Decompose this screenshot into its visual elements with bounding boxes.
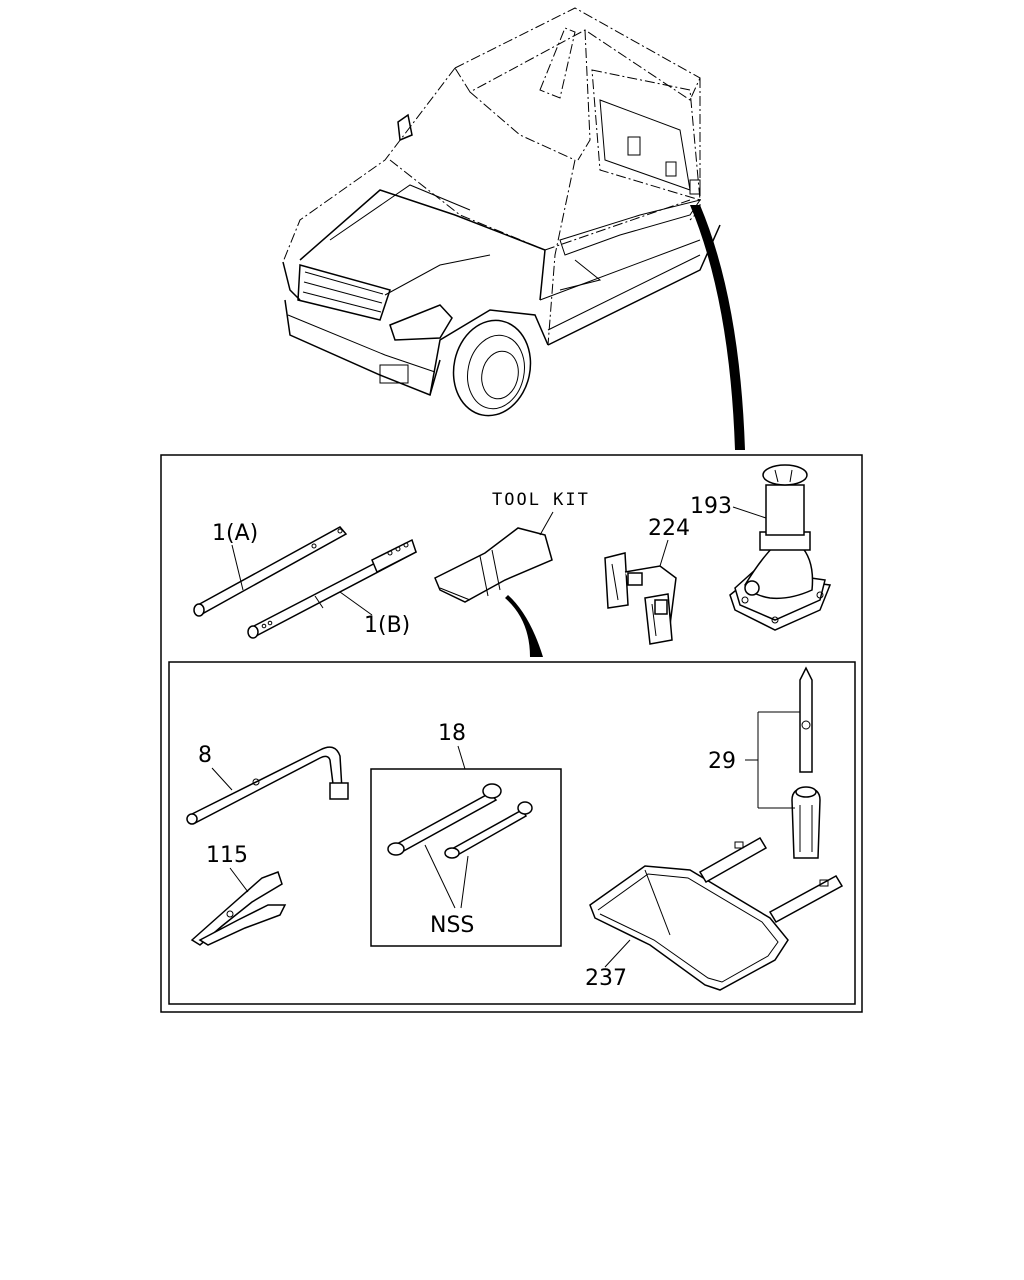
screw-jack bbox=[729, 464, 832, 631]
wheel-nut-wrench bbox=[186, 746, 349, 825]
tool-bag bbox=[589, 836, 844, 991]
callout-handle-b: 1(B) bbox=[364, 613, 410, 638]
pliers bbox=[190, 871, 287, 946]
jack-strap bbox=[604, 552, 677, 645]
outer-parts-frame bbox=[160, 454, 863, 1013]
callout-jack: 193 bbox=[690, 494, 732, 519]
callout-handle-a: 1(A) bbox=[212, 521, 258, 546]
vehicle-outline bbox=[282, 7, 745, 450]
callout-pliers: 115 bbox=[206, 843, 248, 868]
callout-screwdriver: 29 bbox=[708, 749, 736, 774]
callout-wheel-wrench: 8 bbox=[198, 743, 212, 768]
inner-tool-kit-frame bbox=[168, 661, 856, 1005]
callout-strap: 224 bbox=[648, 516, 690, 541]
callout-spanner-set: 18 bbox=[438, 721, 466, 746]
open-end-spanners bbox=[387, 783, 533, 859]
callout-nss: NSS bbox=[430, 913, 474, 938]
jack-handle-b bbox=[247, 538, 417, 639]
spanner-set-box bbox=[370, 768, 562, 947]
callout-tool-kit: TOOL KIT bbox=[492, 490, 590, 510]
screwdriver bbox=[791, 666, 821, 859]
tool-kit-roll bbox=[434, 527, 553, 603]
jack-handle-a bbox=[193, 526, 348, 617]
callout-tool-bag: 237 bbox=[585, 966, 627, 991]
